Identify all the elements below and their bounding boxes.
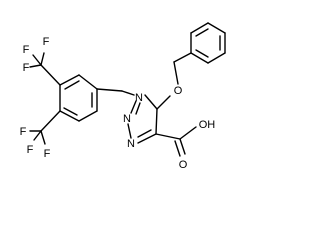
cf3-top-ring-bond bbox=[40, 64, 61, 86]
hydroxyl-label: OH bbox=[199, 119, 216, 131]
aryl-ring-bond-4 bbox=[78, 110, 98, 122]
nitrogen-label-n3: N bbox=[127, 138, 135, 150]
cooh-carbonyl-bond bbox=[179, 138, 186, 155]
oxygen-label-carbonyl: O bbox=[179, 159, 188, 171]
triazole-n2-n1-double-bond bbox=[135, 102, 141, 115]
phenyl-ring-bond-6 bbox=[190, 52, 209, 64]
cf3-bottom-f3-bond bbox=[40, 130, 46, 145]
fluorine-label-top-1: F bbox=[23, 44, 30, 56]
cf3-top-f1-bond bbox=[32, 54, 42, 66]
nitrogen-label-n1: N bbox=[135, 92, 143, 104]
triazole-c5-c4-bond bbox=[155, 108, 158, 135]
fluorine-label-bottom-3: F bbox=[44, 148, 51, 160]
fluorine-label-bottom-1: F bbox=[20, 126, 27, 138]
oxygen-label-ether: O bbox=[174, 85, 183, 97]
cooh-oh-bond bbox=[179, 126, 197, 140]
cf3-bottom-f2-bond bbox=[33, 130, 42, 141]
cf3-top-f2-bond bbox=[29, 64, 42, 68]
aryl-ring-bond-5 bbox=[59, 110, 80, 122]
fluorine-label-top-3: F bbox=[43, 36, 50, 48]
cooh-carbonyl-double-bond bbox=[174, 140, 181, 157]
phenyl-inner-double-3 bbox=[195, 49, 209, 58]
phenyl-ring-bond-5 bbox=[207, 52, 226, 64]
triazole-n1-c5-bond bbox=[144, 94, 158, 110]
triazole-c4-n3-bond bbox=[137, 133, 157, 144]
benzyl-ch2-bond bbox=[96, 88, 123, 92]
aryl-ring-bond-1 bbox=[59, 74, 80, 86]
cf3-top-f3-bond bbox=[40, 52, 45, 66]
atom-labels: F F F F F F N N N O OH O bbox=[20, 36, 216, 171]
phenyl-ring-bond-2 bbox=[190, 22, 209, 34]
cf3-bottom-ring-bond bbox=[40, 110, 61, 132]
fluorine-label-top-2: F bbox=[23, 62, 30, 74]
aryl-inner-double-3 bbox=[63, 107, 78, 116]
nitrogen-label-n2: N bbox=[123, 113, 131, 125]
triazole-c4-n3-double-bond bbox=[137, 129, 152, 138]
aryl-ring-bond-2 bbox=[78, 74, 98, 90]
phenyl-ring-bond-3 bbox=[207, 22, 226, 34]
fluorine-label-bottom-2: F bbox=[27, 144, 34, 156]
c5-o-bond bbox=[156, 95, 171, 110]
triazole-n2-n1-bond bbox=[130, 100, 137, 114]
ch2-phenyl-bond bbox=[173, 52, 192, 63]
o-ch2-bond bbox=[173, 61, 179, 85]
bond-lines bbox=[29, 22, 226, 157]
c4-cooh-bond bbox=[155, 133, 181, 140]
triazole-n3-n2-bond bbox=[127, 123, 132, 139]
aryl-inner-double-1 bbox=[64, 80, 80, 90]
ch2-n1-bond bbox=[121, 90, 135, 96]
chemical-structure: F F F F F F N N N O OH O bbox=[20, 22, 226, 171]
phenyl-inner-double-1 bbox=[195, 28, 209, 37]
